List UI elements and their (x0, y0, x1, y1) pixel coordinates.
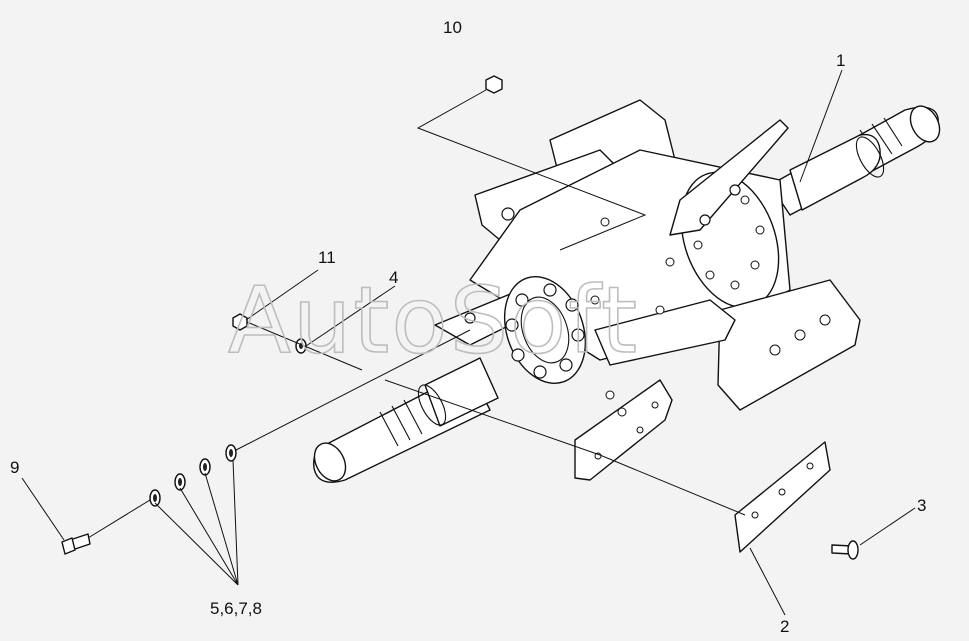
callout-11: 11 (318, 248, 336, 267)
nut-11 (232, 313, 248, 331)
callout-9: 9 (10, 458, 19, 477)
knife-blade (734, 441, 831, 553)
washers-5-8 (149, 444, 237, 507)
rotor-body (434, 99, 861, 481)
watermark-text: AutoSoft (228, 267, 639, 374)
callout-1: 1 (836, 51, 845, 70)
callout-10: 10 (443, 18, 462, 37)
nut-10 (485, 75, 503, 94)
shaft-right (769, 105, 941, 216)
leader-lines (21, 69, 916, 616)
bolt-9 (61, 533, 91, 555)
bolt-3 (831, 540, 859, 560)
callout-5-6-7-8: 5,6,7,8 (210, 599, 262, 618)
shaft-left (313, 357, 499, 483)
callout-4: 4 (389, 268, 398, 287)
callout-3: 3 (917, 496, 926, 515)
callout-2: 2 (780, 617, 789, 636)
